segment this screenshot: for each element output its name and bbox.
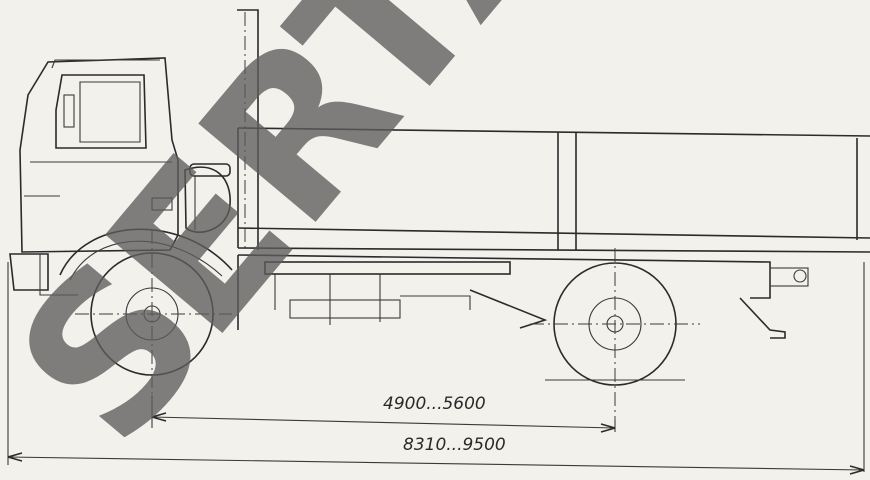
front-wheel-arch <box>59 163 233 281</box>
dimension-lines <box>7 262 865 475</box>
watermark: S E R T A <box>0 0 623 480</box>
rear-wheel <box>530 248 700 420</box>
chassis-frame <box>237 254 809 339</box>
cargo-body <box>237 127 870 253</box>
overall-length-dimension-label: 8310...9500 <box>403 435 506 455</box>
exhaust-stack <box>237 9 259 250</box>
front-wheel <box>75 230 232 395</box>
cab <box>9 57 179 296</box>
wheelbase-dimension-label: 4900...5600 <box>383 394 486 414</box>
